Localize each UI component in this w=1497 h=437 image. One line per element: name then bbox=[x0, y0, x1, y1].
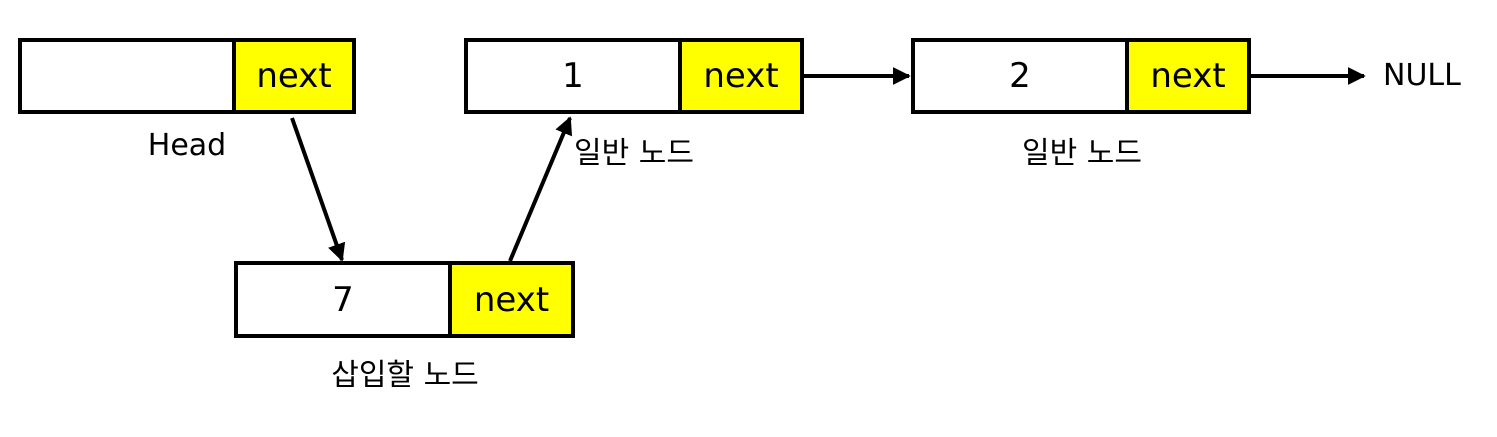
node-2: 2 next bbox=[911, 38, 1251, 114]
inserted-node: 7 next bbox=[234, 261, 575, 338]
inserted-node-data: 7 bbox=[238, 265, 452, 334]
arrow-inserted-to-node-1 bbox=[508, 116, 573, 262]
head-node-next: next bbox=[236, 42, 352, 110]
node-2-next: next bbox=[1129, 42, 1247, 110]
node-1: 1 next bbox=[464, 38, 804, 114]
node-1-next: next bbox=[682, 42, 800, 110]
head-caption: Head bbox=[147, 128, 227, 163]
node-2-caption: 일반 노드 bbox=[1022, 136, 1142, 171]
node-2-data: 2 bbox=[915, 42, 1129, 110]
head-node: next bbox=[18, 38, 356, 114]
inserted-node-next: next bbox=[452, 265, 571, 334]
node-1-caption: 일반 노드 bbox=[574, 136, 694, 171]
inserted-node-caption: 삽입할 노드 bbox=[331, 358, 479, 393]
arrow-head-to-inserted bbox=[290, 117, 346, 262]
node-1-data: 1 bbox=[468, 42, 682, 110]
head-node-data bbox=[22, 42, 236, 110]
null-terminal: NULL bbox=[1383, 58, 1461, 93]
